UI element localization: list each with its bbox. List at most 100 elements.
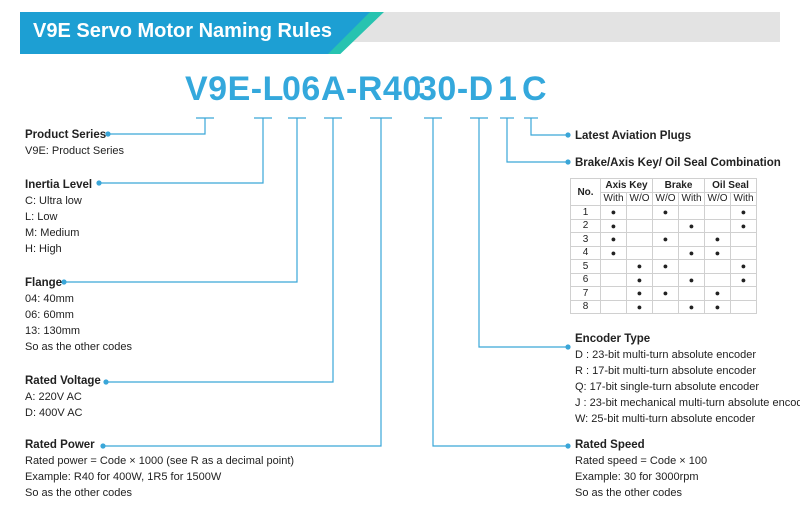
rated-power-block: Rated Power Rated power = Code × 1000 (s… xyxy=(25,437,294,501)
rated-power-line: Example: R40 for 400W, 1R5 for 1500W xyxy=(25,471,222,483)
table-cell: ● xyxy=(678,272,705,287)
encoder-type-heading: Encoder Type xyxy=(575,333,651,345)
leader-flange xyxy=(64,118,298,283)
table-cell xyxy=(652,299,679,314)
flange-block: Flange 04: 40mm 06: 60mm 13: 130mm So as… xyxy=(25,275,132,355)
table-cell xyxy=(678,232,705,247)
table-cell xyxy=(626,218,653,233)
leader-encoder xyxy=(478,118,568,348)
table-header-oil-seal: Oil Seal xyxy=(704,178,757,193)
inertia-level-heading: Inertia Level xyxy=(25,179,93,191)
table-cell xyxy=(704,218,731,233)
table-cell xyxy=(678,259,705,274)
combination-block: Brake/Axis Key/ Oil Seal Combination xyxy=(575,155,781,171)
table-cell: ● xyxy=(704,299,731,314)
product-series-line: V9E: Product Series xyxy=(25,145,125,157)
table-cell: ● xyxy=(652,259,679,274)
rated-speed-line: Rated speed = Code × 100 xyxy=(575,455,708,467)
table-cell xyxy=(600,259,627,274)
table-cell xyxy=(626,232,653,247)
table-cell xyxy=(600,299,627,314)
table-cell xyxy=(626,205,653,220)
table-cell xyxy=(730,232,757,247)
aviation-plug-heading: Latest Aviation Plugs xyxy=(575,130,692,142)
inertia-level-block: Inertia Level C: Ultra low L: Low M: Med… xyxy=(25,177,92,257)
aviation-plug-block: Latest Aviation Plugs xyxy=(575,128,691,144)
table-cell xyxy=(678,205,705,220)
table-cell: ● xyxy=(600,218,627,233)
leader-combination xyxy=(506,118,568,163)
table-cell xyxy=(652,218,679,233)
table-cell: ● xyxy=(600,205,627,220)
table-cell: ● xyxy=(652,232,679,247)
table-subheader: With xyxy=(730,191,757,206)
encoder-type-line: Q: 17-bit single-turn absolute encoder xyxy=(575,381,760,393)
table-cell: ● xyxy=(652,286,679,301)
flange-line: 04: 40mm xyxy=(25,293,74,305)
rated-voltage-block: Rated Voltage A: 220V AC D: 400V AC xyxy=(25,373,101,421)
inertia-level-line: M: Medium xyxy=(25,227,80,239)
table-row: 4 ● ● ● xyxy=(570,245,757,260)
table-cell: ● xyxy=(678,218,705,233)
table-subheader: W/O xyxy=(652,191,679,206)
rated-speed-block: Rated Speed Rated speed = Code × 100 Exa… xyxy=(575,437,707,501)
table-row: 6 ● ● ● xyxy=(570,272,757,287)
model-code-voltage-power: A-R40 xyxy=(321,70,422,108)
leader-inertia xyxy=(99,118,264,184)
encoder-type-line: R : 17-bit multi-turn absolute encoder xyxy=(575,365,756,377)
inertia-level-line: H: High xyxy=(25,243,62,255)
table-cell: ● xyxy=(600,232,627,247)
rated-power-heading: Rated Power xyxy=(25,439,95,451)
table-header-axis-key: Axis Key xyxy=(600,178,653,193)
table-cell: ● xyxy=(704,245,731,260)
table-cell xyxy=(678,286,705,301)
product-series-heading: Product Series xyxy=(25,129,107,141)
table-row: 5 ● ● ● xyxy=(570,259,757,274)
leader-product-series xyxy=(108,118,206,135)
inertia-level-line: C: Ultra low xyxy=(25,195,82,207)
rated-power-line: Rated power = Code × 1000 (see R as a de… xyxy=(25,455,295,467)
table-cell: ● xyxy=(704,232,731,247)
table-cell xyxy=(704,272,731,287)
encoder-type-line: W: 25-bit multi-turn absolute encoder xyxy=(575,413,756,425)
banner-title-background xyxy=(20,12,370,54)
table-row-no: 3 xyxy=(570,232,601,247)
table-cell: ● xyxy=(730,205,757,220)
rated-voltage-heading: Rated Voltage xyxy=(25,375,101,387)
table-header-brake: Brake xyxy=(652,178,705,193)
combination-table: No. Axis Key Brake Oil Seal With W/O W/O… xyxy=(570,178,757,314)
encoder-type-line: J : 23-bit mechanical multi-turn absolut… xyxy=(575,397,800,409)
inertia-level-line: L: Low xyxy=(25,211,58,223)
table-row-no: 8 xyxy=(570,299,601,314)
model-code-flange: 06 xyxy=(282,70,321,108)
table-cell xyxy=(626,245,653,260)
table-cell: ● xyxy=(704,286,731,301)
leader-voltage xyxy=(106,118,334,383)
table-header-no: No. xyxy=(570,178,601,206)
rated-speed-line: Example: 30 for 3000rpm xyxy=(575,471,699,483)
encoder-type-block: Encoder Type D : 23-bit multi-turn absol… xyxy=(575,331,800,427)
leader-plug xyxy=(530,118,568,136)
banner-background xyxy=(340,12,780,42)
table-cell: ● xyxy=(626,259,653,274)
table-row: 3 ● ● ● xyxy=(570,232,757,247)
table-cell xyxy=(652,272,679,287)
table-cell: ● xyxy=(730,272,757,287)
table-cell: ● xyxy=(626,286,653,301)
model-code-aviation-plug: C xyxy=(522,70,548,108)
table-cell: ● xyxy=(626,272,653,287)
flange-heading: Flange xyxy=(25,277,63,289)
table-cell: ● xyxy=(678,245,705,260)
table-cell xyxy=(652,245,679,260)
table-cell xyxy=(730,299,757,314)
table-subheader: With xyxy=(678,191,705,206)
table-cell xyxy=(730,245,757,260)
rated-speed-line: So as the other codes xyxy=(575,487,683,499)
table-cell xyxy=(704,259,731,274)
page-title: V9E Servo Motor Naming Rules xyxy=(33,20,332,42)
table-cell: ● xyxy=(626,299,653,314)
table-cell: ● xyxy=(678,299,705,314)
product-series-block: Product Series V9E: Product Series xyxy=(25,127,124,159)
table-cell: ● xyxy=(730,218,757,233)
